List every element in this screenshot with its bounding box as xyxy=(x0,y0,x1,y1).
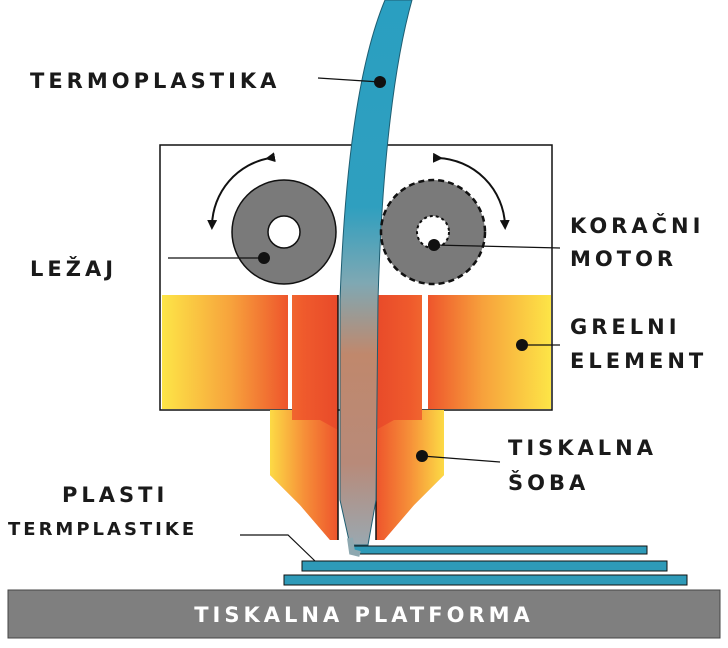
label-plasti: PLASTI xyxy=(62,483,168,507)
curved-arrow-icon xyxy=(432,152,510,230)
leader-dot xyxy=(416,450,428,462)
bearing-hole xyxy=(267,215,301,249)
heater-block-left xyxy=(162,295,288,409)
label-koracni: KORAČNI xyxy=(570,213,704,238)
filament xyxy=(339,0,413,546)
platform-label: TISKALNA PLATFORMA xyxy=(194,603,534,627)
label-tiskalna: TISKALNA xyxy=(508,436,657,460)
nozzle-tip-left xyxy=(270,410,338,540)
label-element: ELEMENT xyxy=(570,349,707,373)
printed-layer-2 xyxy=(301,560,668,572)
nozzle-tip-right xyxy=(376,410,444,540)
leader-dot xyxy=(516,339,528,351)
curved-arrow-icon xyxy=(207,152,276,230)
printed-layer-3 xyxy=(349,545,648,555)
label-termplastike: TERMPLASTIKE xyxy=(8,519,197,540)
extrusion-bead xyxy=(347,537,361,557)
printed-layer-1 xyxy=(283,574,688,586)
print-platform xyxy=(7,589,721,639)
label-motor: MOTOR xyxy=(570,247,677,271)
leader-dot xyxy=(428,239,440,251)
leader-dot xyxy=(374,76,386,88)
label-lezaj: LEŽAJ xyxy=(30,256,117,281)
leader-dot xyxy=(258,252,270,264)
heater-block-right xyxy=(428,295,551,409)
label-grelni: GRELNI xyxy=(570,315,681,339)
label-termoplastika: TERMOPLASTIKA xyxy=(30,69,280,93)
label-soba: ŠOBA xyxy=(508,470,589,495)
leader-line-layers xyxy=(240,534,316,562)
